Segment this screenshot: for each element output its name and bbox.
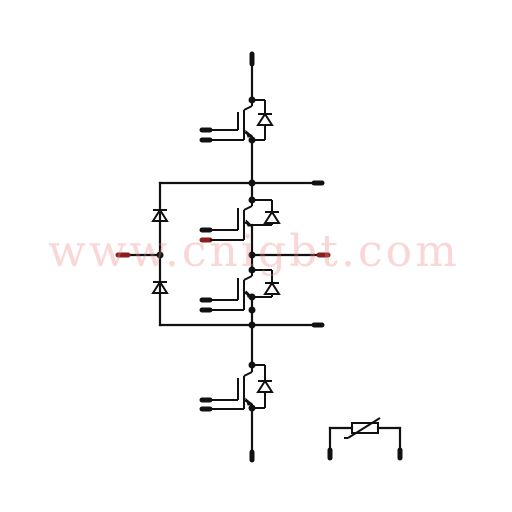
ntc-thermistor	[327, 417, 403, 461]
clamp-loop-wiring	[120, 181, 327, 327]
terminals	[115, 51, 331, 463]
igbt-t4	[210, 361, 274, 412]
clamp-diode-lower	[151, 280, 169, 294]
igbt-t1	[210, 96, 274, 144]
clamp-diode-upper	[151, 208, 169, 222]
igbt-t2	[210, 196, 281, 241]
junction-nodes	[156, 179, 256, 329]
igbt-t3	[210, 266, 281, 311]
